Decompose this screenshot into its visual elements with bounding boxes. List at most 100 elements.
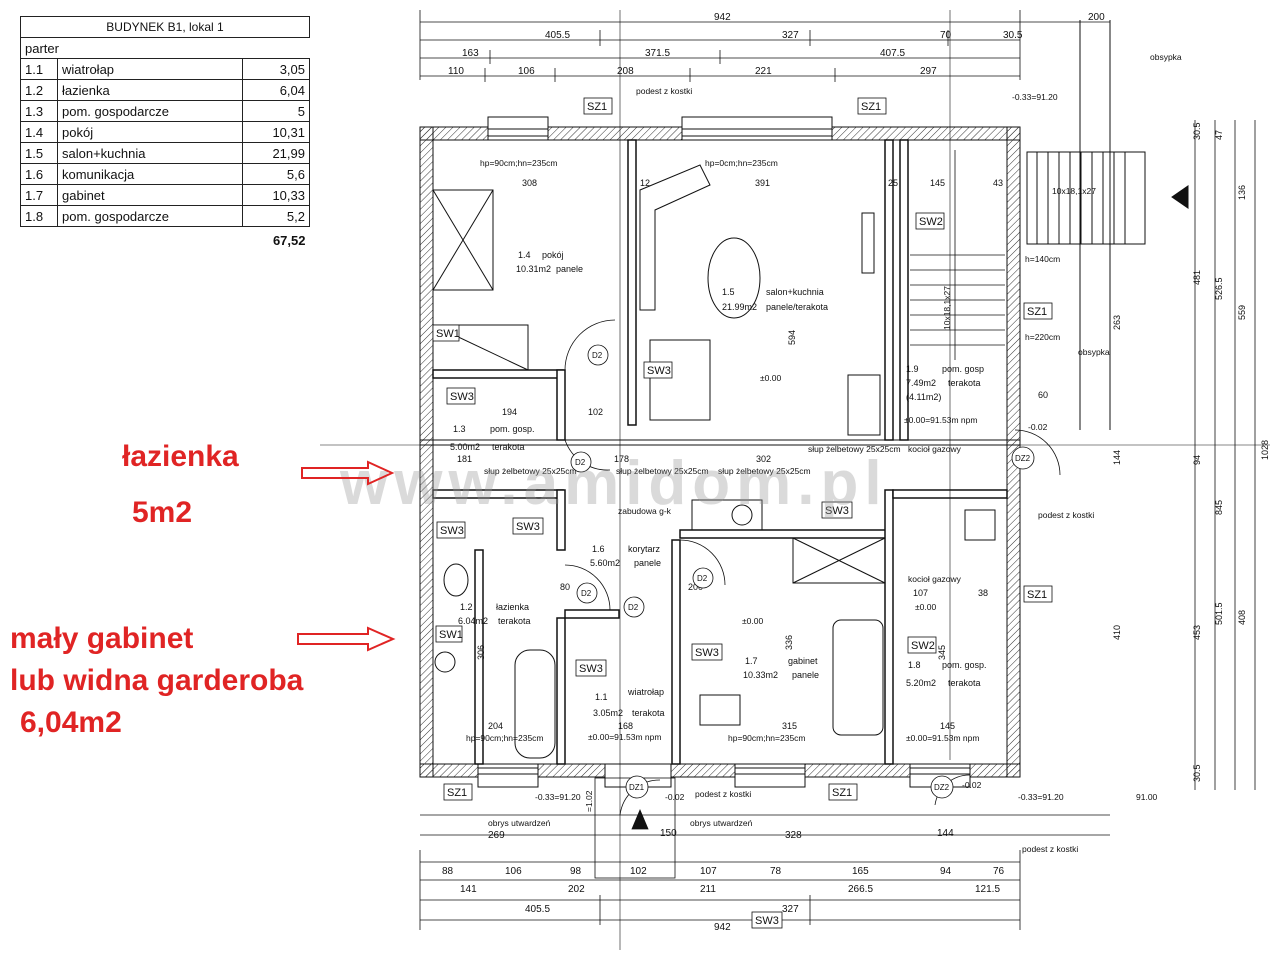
tag-sw3: SW3 <box>695 647 719 659</box>
door-tags: D2 D2 D2 D2 D2 DZ1 DZ2 DZ2 <box>570 344 1035 799</box>
watermark: www.amidom.pl <box>340 449 888 518</box>
dim-label: 102 <box>588 407 603 417</box>
annotation-office-title: mały gabinet <box>10 622 194 655</box>
dim-label: 942 <box>714 922 731 933</box>
room-floor: panele <box>556 264 583 274</box>
tag-dz1: DZ1 <box>629 783 645 792</box>
tag-sw3: SW3 <box>440 525 464 537</box>
dim-label: 302 <box>756 454 771 464</box>
dim-label: 43 <box>993 178 1003 188</box>
note-level: -0.33=91.20 <box>1012 92 1058 102</box>
tag-sw1: SW1 <box>439 629 463 641</box>
tag-sw3: SW3 <box>450 391 474 403</box>
room-area: 5.60m2 <box>590 558 620 568</box>
interior-walls <box>420 139 1020 765</box>
dim-label: 263 <box>1112 315 1122 330</box>
dim-label: 200 <box>688 582 703 592</box>
room-floor: terakota <box>632 708 665 718</box>
dim-label: 25 <box>888 178 898 188</box>
dim-label: 88 <box>442 866 454 877</box>
room-1-2: 1.2 łazienka 6.04m2 terakota <box>458 602 531 626</box>
note-column: słup żelbetowy 25x25cm <box>718 466 811 476</box>
note-podest: podest z kostki <box>636 86 692 96</box>
entrance-stairs <box>1026 20 1189 430</box>
note-sill-height: hp=0cm;hn=235cm <box>705 158 778 168</box>
tag-sz1: SZ1 <box>832 787 852 799</box>
dim-label: 110 <box>448 66 464 77</box>
room-1-9: 1.9 pom. gosp 7.49m2 terakota (4.11m2) <box>906 364 984 402</box>
dim-label: 163 <box>462 48 479 59</box>
arrow-right-icon <box>297 626 396 652</box>
tag-sw3: SW3 <box>579 663 603 675</box>
dim-label: 76 <box>993 866 1005 877</box>
room-area: 5.00m2 <box>450 442 480 452</box>
room-floor: panele <box>634 558 661 568</box>
note-sill-height: hp=90cm;hn=235cm <box>480 158 558 168</box>
room-area: 7.49m2 <box>906 378 936 388</box>
room-name: gabinet <box>788 656 818 666</box>
dim-label: 481 <box>1192 270 1202 285</box>
room-name: wiatrołap <box>627 687 664 697</box>
note-level: ±0.00=91.53m npm <box>906 733 979 743</box>
axis-lines <box>320 10 1270 950</box>
note-boiler: kocioł gazowy <box>908 444 962 454</box>
dim-label: 408 <box>1237 610 1247 625</box>
room-number: 1.8 <box>908 660 921 670</box>
dimensions-right <box>1194 120 1256 790</box>
dim-label: 94 <box>940 866 952 877</box>
tag-sz1: SZ1 <box>587 101 607 113</box>
tag-sw2: SW2 <box>911 640 935 652</box>
room-number: 1.5 <box>722 287 735 297</box>
annotation-office-subtitle: lub widna garderoba <box>10 664 304 697</box>
room-name: pom. gosp. <box>490 424 535 434</box>
tag-sw3: SW3 <box>755 915 779 927</box>
note-stairs: 10x18,1x27 <box>942 286 952 330</box>
dim-label: 107 <box>700 866 717 877</box>
room-name: pokój <box>542 250 564 260</box>
note-drywall: zabudowa g-k <box>618 506 672 516</box>
room-area: 6.04m2 <box>458 616 488 626</box>
note-column: słup żelbetowy 25x25cm <box>808 444 901 454</box>
room-area: 21.99m2 <box>722 302 757 312</box>
room-name: pom. gosp <box>942 364 984 374</box>
tag-dz2: DZ2 <box>1015 454 1031 463</box>
furniture <box>432 164 996 759</box>
dim-label: 47 <box>1214 130 1224 140</box>
note-sill-height: hp=90cm;hn=235cm <box>728 733 806 743</box>
room-area: 10.31m2 <box>516 264 551 274</box>
dim-label: 145 <box>930 178 945 188</box>
note-level: ±0.00 <box>760 373 781 383</box>
dim-label: 178 <box>614 454 629 464</box>
dim-label: 405.5 <box>525 904 550 915</box>
note-column: słup żelbetowy 25x25cm <box>616 466 709 476</box>
note-level: -0.02 <box>1028 422 1048 432</box>
tag-sw3: SW3 <box>825 505 849 517</box>
dimension-labels-top: 942 200 405.5 327 70 30.5 163 371.5 407.… <box>448 12 1105 77</box>
note-level: ±0.00=91.53m npm <box>588 732 661 742</box>
dim-label: 102 <box>630 866 647 877</box>
room-1-4: 1.4 pokój 10.31m2 panele <box>516 250 583 274</box>
room-floor: panele/terakota <box>766 302 828 312</box>
dimensions-top <box>419 10 1110 82</box>
room-number: 1.2 <box>460 602 473 612</box>
dim-label: 80 <box>560 582 570 592</box>
annotation-office-area: 6,04m2 <box>20 706 122 739</box>
dim-label: 30.5 <box>1192 122 1202 140</box>
room-number: 1.9 <box>906 364 919 374</box>
note-obsypka: obsypka <box>1150 52 1182 62</box>
room-1-1: 1.1 wiatrołap 3.05m2 terakota <box>593 687 665 718</box>
dim-label: 204 <box>488 721 503 731</box>
room-area: 10.33m2 <box>743 670 778 680</box>
room-name: łazienka <box>496 602 529 612</box>
dim-label: 78 <box>770 866 782 877</box>
room-name: salon+kuchnia <box>766 287 824 297</box>
dim-label: 405.5 <box>545 30 570 41</box>
dim-label: 165 <box>852 866 869 877</box>
room-floor: panele <box>792 670 819 680</box>
dim-label: 38 <box>978 588 988 598</box>
bottom-features <box>419 777 1110 930</box>
dim-label: 144 <box>937 828 954 839</box>
room-1-6: 1.6 korytarz 5.60m2 panele <box>590 544 661 568</box>
